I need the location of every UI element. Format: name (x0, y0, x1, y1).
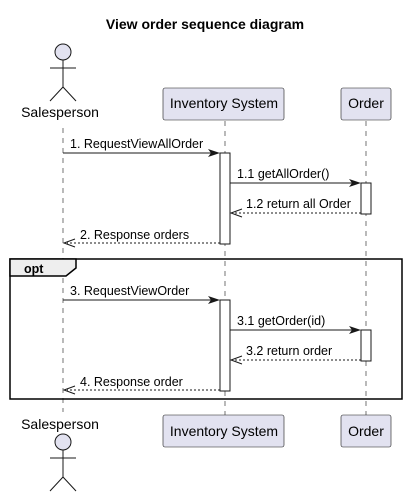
arrowhead-3-1 (349, 326, 361, 334)
message-label-3-2: 3.2 return order (246, 344, 332, 358)
participant-label-order-top: Order (348, 95, 384, 111)
arrowhead-4 (62, 385, 76, 395)
opt-fragment-label: opt (24, 262, 44, 276)
participant-inventory-system-top (162, 87, 285, 121)
activation-order-1 (360, 182, 372, 215)
arrowhead-3 (208, 296, 220, 304)
arrowhead-1-1 (349, 179, 361, 187)
opt-fragment-frame (9, 258, 403, 400)
message-label-3-1: 3.1 getOrder(id) (237, 314, 325, 328)
message-label-4: 4. Response order (80, 375, 183, 389)
participant-label-salesperson-top: Salesperson (21, 104, 99, 120)
participant-order-bottom (340, 414, 392, 448)
actor-salesperson-bottom (49, 433, 77, 492)
participant-label-order-bottom: Order (348, 423, 384, 439)
participant-inventory-system-bottom (162, 414, 285, 448)
activation-inventory-1 (219, 152, 231, 245)
arrowhead-1 (208, 149, 220, 157)
arrowhead-1-2 (229, 208, 243, 218)
message-label-3: 3. RequestViewOrder (70, 284, 189, 298)
arrowhead-2 (62, 238, 76, 248)
message-label-2: 2. Response orders (80, 228, 189, 242)
message-label-1-1: 1.1 getAllOrder() (237, 167, 329, 181)
actor-head-icon (54, 43, 72, 61)
opt-fragment-tab (9, 258, 77, 277)
activation-inventory-2 (219, 299, 231, 392)
participant-order-top (340, 87, 392, 121)
participant-label-salesperson-bottom: Salesperson (21, 416, 99, 432)
actor-salesperson-top (49, 43, 77, 102)
diagram-title: View order sequence diagram (106, 16, 304, 32)
message-label-1-2: 1.2 return all Order (246, 197, 351, 211)
message-label-1: 1. RequestViewAllOrder (70, 137, 203, 151)
arrowhead-3-2 (229, 355, 243, 365)
participant-label-inventory-system-bottom: Inventory System (170, 423, 278, 439)
participant-label-inventory-system-top: Inventory System (170, 95, 278, 111)
actor-head-icon (54, 433, 72, 451)
activation-order-2 (360, 329, 372, 362)
